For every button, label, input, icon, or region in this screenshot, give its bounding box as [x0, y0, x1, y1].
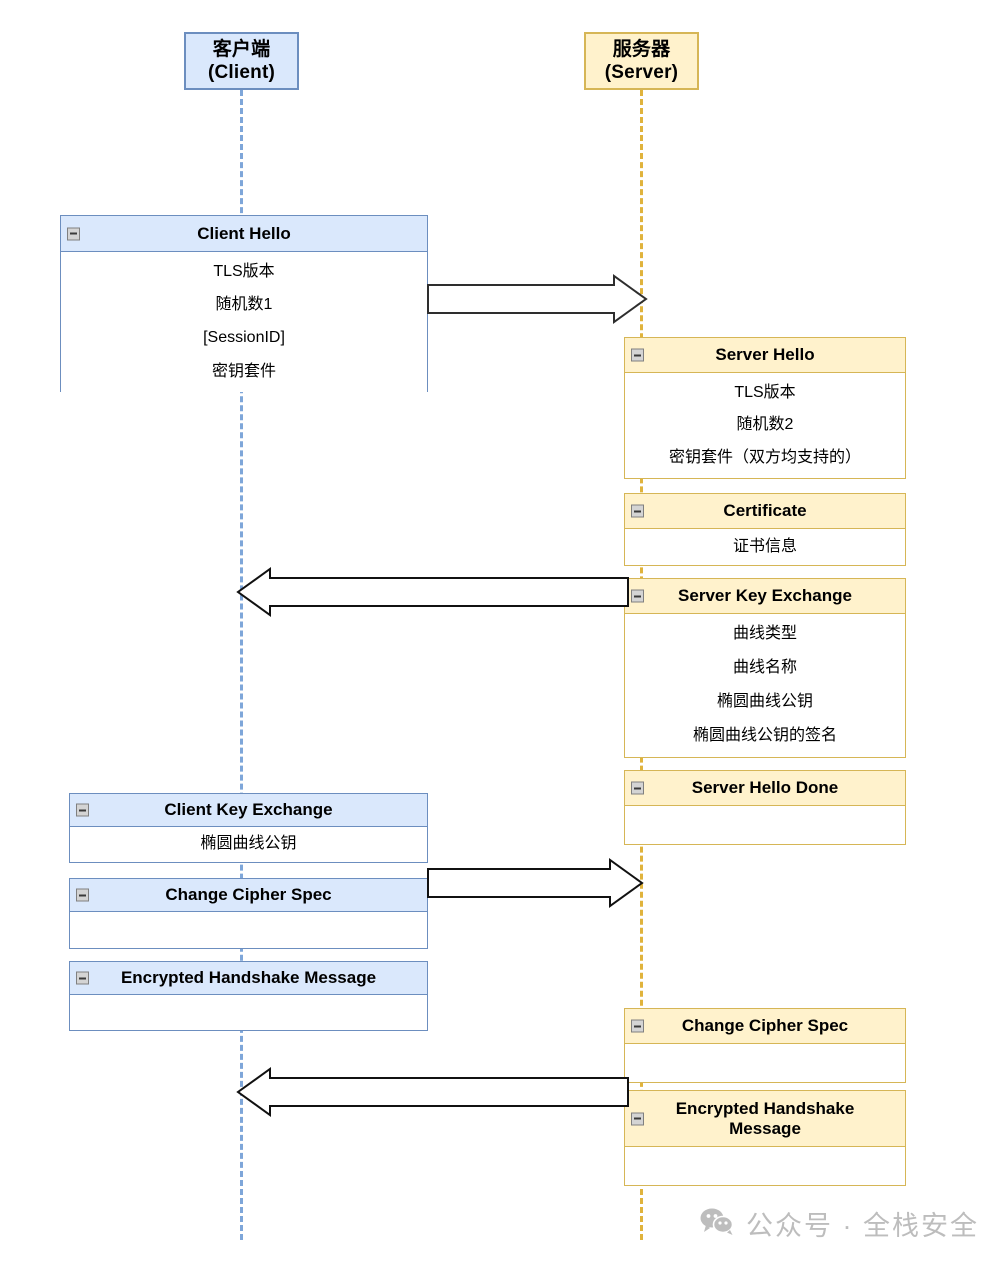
message-title: Encrypted Handshake Message [675, 1098, 855, 1138]
message-box-server-hello-done[interactable]: Server Hello Done [624, 770, 906, 845]
message-line: 证书信息 [732, 537, 797, 555]
message-box-client-hello[interactable]: Client Hello TLS版本 随机数1 [SessionID] 密钥套件 [60, 215, 428, 392]
message-box-server-key-exchange[interactable]: Server Key Exchange 曲线类型 曲线名称 椭圆曲线公钥 椭圆曲… [624, 578, 906, 758]
message-body [625, 806, 905, 844]
actor-server-name-cn: 服务器 [612, 38, 671, 60]
message-box-header[interactable]: Server Hello Done [625, 771, 905, 806]
message-body [70, 995, 427, 1030]
actor-client-label: 客户端 (Client) [208, 38, 275, 84]
collapse-icon[interactable] [67, 227, 80, 240]
message-box-header[interactable]: Client Key Exchange [70, 794, 427, 827]
collapse-icon[interactable] [76, 971, 89, 985]
message-line: TLS版本 [734, 383, 796, 401]
actor-client-name-en: (Client) [207, 62, 276, 83]
message-box-server-encrypted-handshake[interactable]: Encrypted Handshake Message [624, 1090, 906, 1186]
collapse-icon[interactable] [631, 1112, 644, 1125]
actor-client-name-cn: 客户端 [212, 38, 271, 60]
message-body: 证书信息 [625, 529, 905, 565]
message-line: 密钥套件（双方均支持的） [668, 448, 861, 466]
message-body: TLS版本 随机数1 [SessionID] 密钥套件 [61, 252, 427, 392]
message-line: 椭圆曲线公钥 [200, 835, 297, 853]
message-box-header[interactable]: Certificate [625, 494, 905, 529]
client-lifeline [240, 90, 243, 1240]
actor-client[interactable]: 客户端 (Client) [184, 32, 299, 90]
message-line: TLS版本 [213, 262, 275, 280]
arrow-server-to-client-2 [236, 1067, 629, 1117]
message-title: Client Key Exchange [164, 800, 333, 820]
message-box-header[interactable]: Change Cipher Spec [625, 1009, 905, 1044]
message-title: Server Hello Done [691, 778, 839, 798]
message-line: 椭圆曲线公钥的签名 [692, 727, 837, 745]
watermark-text: 公众号 · 全栈安全 [746, 1211, 979, 1241]
message-box-client-change-cipher-spec[interactable]: Change Cipher Spec [69, 878, 428, 949]
message-line: 密钥套件 [211, 362, 276, 380]
message-body [625, 1147, 905, 1185]
message-box-client-key-exchange[interactable]: Client Key Exchange 椭圆曲线公钥 [69, 793, 428, 863]
wechat-icon [700, 1207, 734, 1240]
collapse-icon[interactable] [631, 589, 644, 603]
arrow-client-to-server-1 [427, 274, 648, 324]
message-line: 椭圆曲线公钥 [716, 693, 813, 711]
actor-server-name-en: (Server) [604, 62, 679, 83]
message-box-client-encrypted-handshake[interactable]: Encrypted Handshake Message [69, 961, 428, 1031]
message-line: 曲线类型 [732, 625, 797, 643]
message-title: Encrypted Handshake Message [120, 968, 377, 988]
message-line: 随机数2 [736, 416, 794, 434]
message-body [70, 912, 427, 948]
message-body: 椭圆曲线公钥 [70, 827, 427, 862]
collapse-icon[interactable] [631, 781, 644, 795]
message-box-header[interactable]: Encrypted Handshake Message [70, 962, 427, 995]
message-box-header[interactable]: Server Key Exchange [625, 579, 905, 614]
message-title: Certificate [723, 501, 807, 521]
arrow-server-to-client-1 [236, 567, 629, 617]
message-box-header[interactable]: Change Cipher Spec [70, 879, 427, 912]
watermark: 公众号 · 全栈安全 [700, 1204, 979, 1243]
actor-server[interactable]: 服务器 (Server) [584, 32, 699, 90]
actor-server-label: 服务器 (Server) [605, 38, 678, 84]
collapse-icon[interactable] [631, 1019, 644, 1033]
collapse-icon[interactable] [631, 504, 644, 518]
message-box-header[interactable]: Encrypted Handshake Message [625, 1091, 905, 1147]
message-box-certificate[interactable]: Certificate 证书信息 [624, 493, 906, 566]
arrow-client-to-server-2 [427, 858, 644, 908]
message-body: TLS版本 随机数2 密钥套件（双方均支持的） [625, 373, 905, 478]
message-line: 随机数1 [215, 296, 273, 314]
collapse-icon[interactable] [631, 348, 644, 362]
message-body: 曲线类型 曲线名称 椭圆曲线公钥 椭圆曲线公钥的签名 [625, 614, 905, 757]
message-box-server-change-cipher-spec[interactable]: Change Cipher Spec [624, 1008, 906, 1083]
message-body [625, 1044, 905, 1082]
message-box-header[interactable]: Server Hello [625, 338, 905, 373]
message-title: Server Key Exchange [678, 586, 852, 606]
message-title: Client Hello [197, 223, 291, 243]
message-title: Change Cipher Spec [681, 1016, 849, 1036]
collapse-icon[interactable] [76, 803, 89, 817]
message-box-server-hello[interactable]: Server Hello TLS版本 随机数2 密钥套件（双方均支持的） [624, 337, 906, 479]
message-title: Server Hello [715, 345, 815, 365]
collapse-icon[interactable] [76, 888, 89, 902]
message-line: [SessionID] [203, 329, 285, 347]
message-title: Change Cipher Spec [165, 885, 332, 905]
message-line: 曲线名称 [732, 659, 797, 677]
message-box-header[interactable]: Client Hello [61, 216, 427, 252]
